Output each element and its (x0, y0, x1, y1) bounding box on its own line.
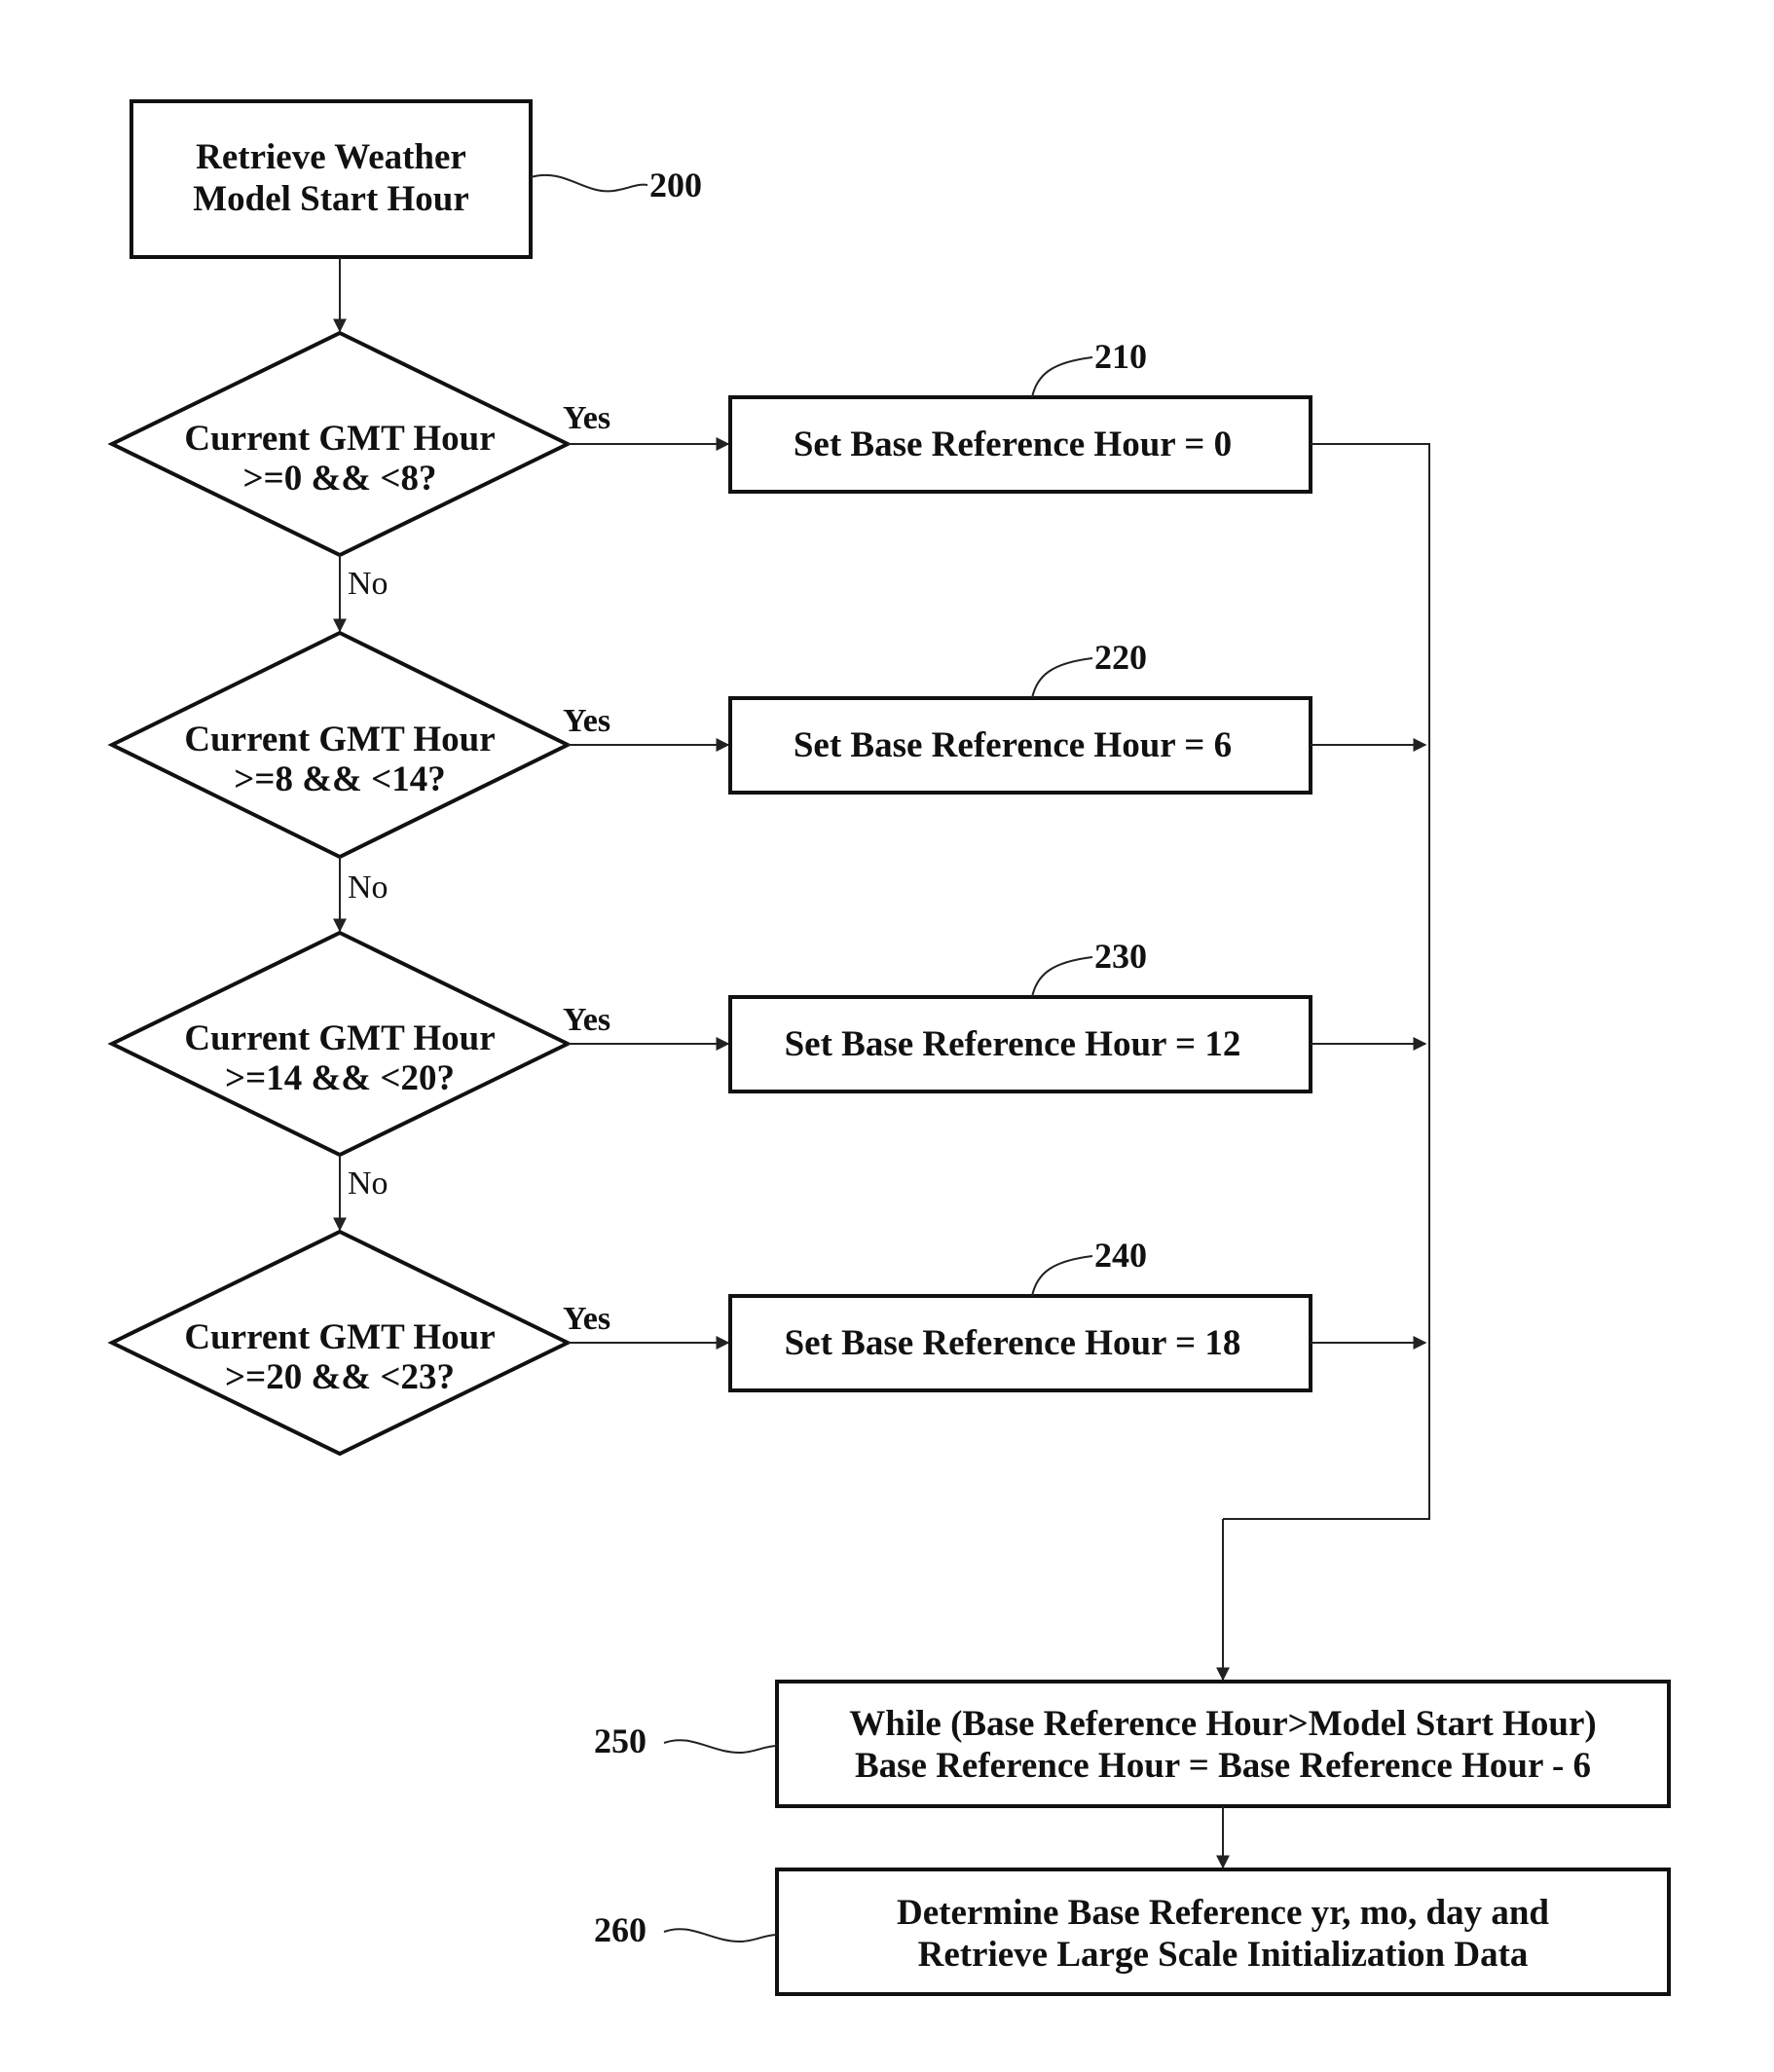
node-200: Retrieve Weather Model Start Hour (131, 101, 531, 257)
node-200-line1: Retrieve Weather (196, 137, 466, 177)
node-250: While (Base Reference Hour>Model Start H… (777, 1682, 1669, 1806)
ref-210-leader (1032, 357, 1092, 397)
node-240: Set Base Reference Hour = 18 (730, 1296, 1311, 1390)
node-240-text: Set Base Reference Hour = 18 (785, 1323, 1241, 1363)
ref-220: 220 (1094, 638, 1147, 677)
ref-200: 200 (649, 166, 702, 204)
decision-2: Current GMT Hour >=8 && <14? (112, 633, 568, 857)
decision-1-line2: >=0 && <8? (243, 459, 437, 499)
no-label-3: No (348, 1166, 388, 1202)
node-220: Set Base Reference Hour = 6 (730, 698, 1311, 793)
yes-label-4: Yes (563, 1301, 610, 1337)
node-230-text: Set Base Reference Hour = 12 (785, 1024, 1241, 1064)
ref-250: 250 (594, 1721, 647, 1760)
decision-4-line2: >=20 && <23? (225, 1357, 455, 1397)
node-260: Determine Base Reference yr, mo, day and… (777, 1869, 1669, 1994)
ref-260-leader (664, 1929, 777, 1942)
decision-3-line2: >=14 && <20? (225, 1058, 455, 1098)
no-label-2: No (348, 870, 388, 906)
ref-200-leader (531, 175, 647, 192)
node-200-line2: Model Start Hour (193, 179, 469, 219)
decision-4-line1: Current GMT Hour (184, 1317, 495, 1357)
node-230: Set Base Reference Hour = 12 (730, 997, 1311, 1092)
decision-1: Current GMT Hour >=0 && <8? (112, 333, 568, 555)
decision-3-line1: Current GMT Hour (184, 1018, 495, 1058)
decision-2-line2: >=8 && <14? (234, 759, 445, 799)
node-250-line1: While (Base Reference Hour>Model Start H… (849, 1704, 1596, 1744)
yes-label-1: Yes (563, 400, 610, 436)
node-220-text: Set Base Reference Hour = 6 (794, 725, 1232, 765)
decision-2-line1: Current GMT Hour (184, 720, 495, 759)
ref-230-leader (1032, 957, 1092, 997)
no-label-1: No (348, 566, 388, 602)
node-210-text: Set Base Reference Hour = 0 (794, 425, 1232, 464)
ref-260: 260 (594, 1910, 647, 1949)
ref-250-leader (664, 1740, 777, 1753)
decision-3: Current GMT Hour >=14 && <20? (112, 933, 568, 1155)
node-260-line1: Determine Base Reference yr, mo, day and (897, 1893, 1549, 1933)
ref-230: 230 (1094, 937, 1147, 976)
node-210: Set Base Reference Hour = 0 (730, 397, 1311, 492)
node-260-line2: Retrieve Large Scale Initialization Data (918, 1935, 1529, 1975)
ref-240: 240 (1094, 1236, 1147, 1275)
decision-4: Current GMT Hour >=20 && <23? (112, 1232, 568, 1454)
yes-label-2: Yes (563, 703, 610, 739)
node-250-line2: Base Reference Hour = Base Reference Hou… (855, 1746, 1591, 1786)
decision-1-line1: Current GMT Hour (184, 419, 495, 459)
ref-240-leader (1032, 1256, 1092, 1296)
yes-label-3: Yes (563, 1002, 610, 1038)
ref-210: 210 (1094, 337, 1147, 376)
ref-220-leader (1032, 658, 1092, 698)
